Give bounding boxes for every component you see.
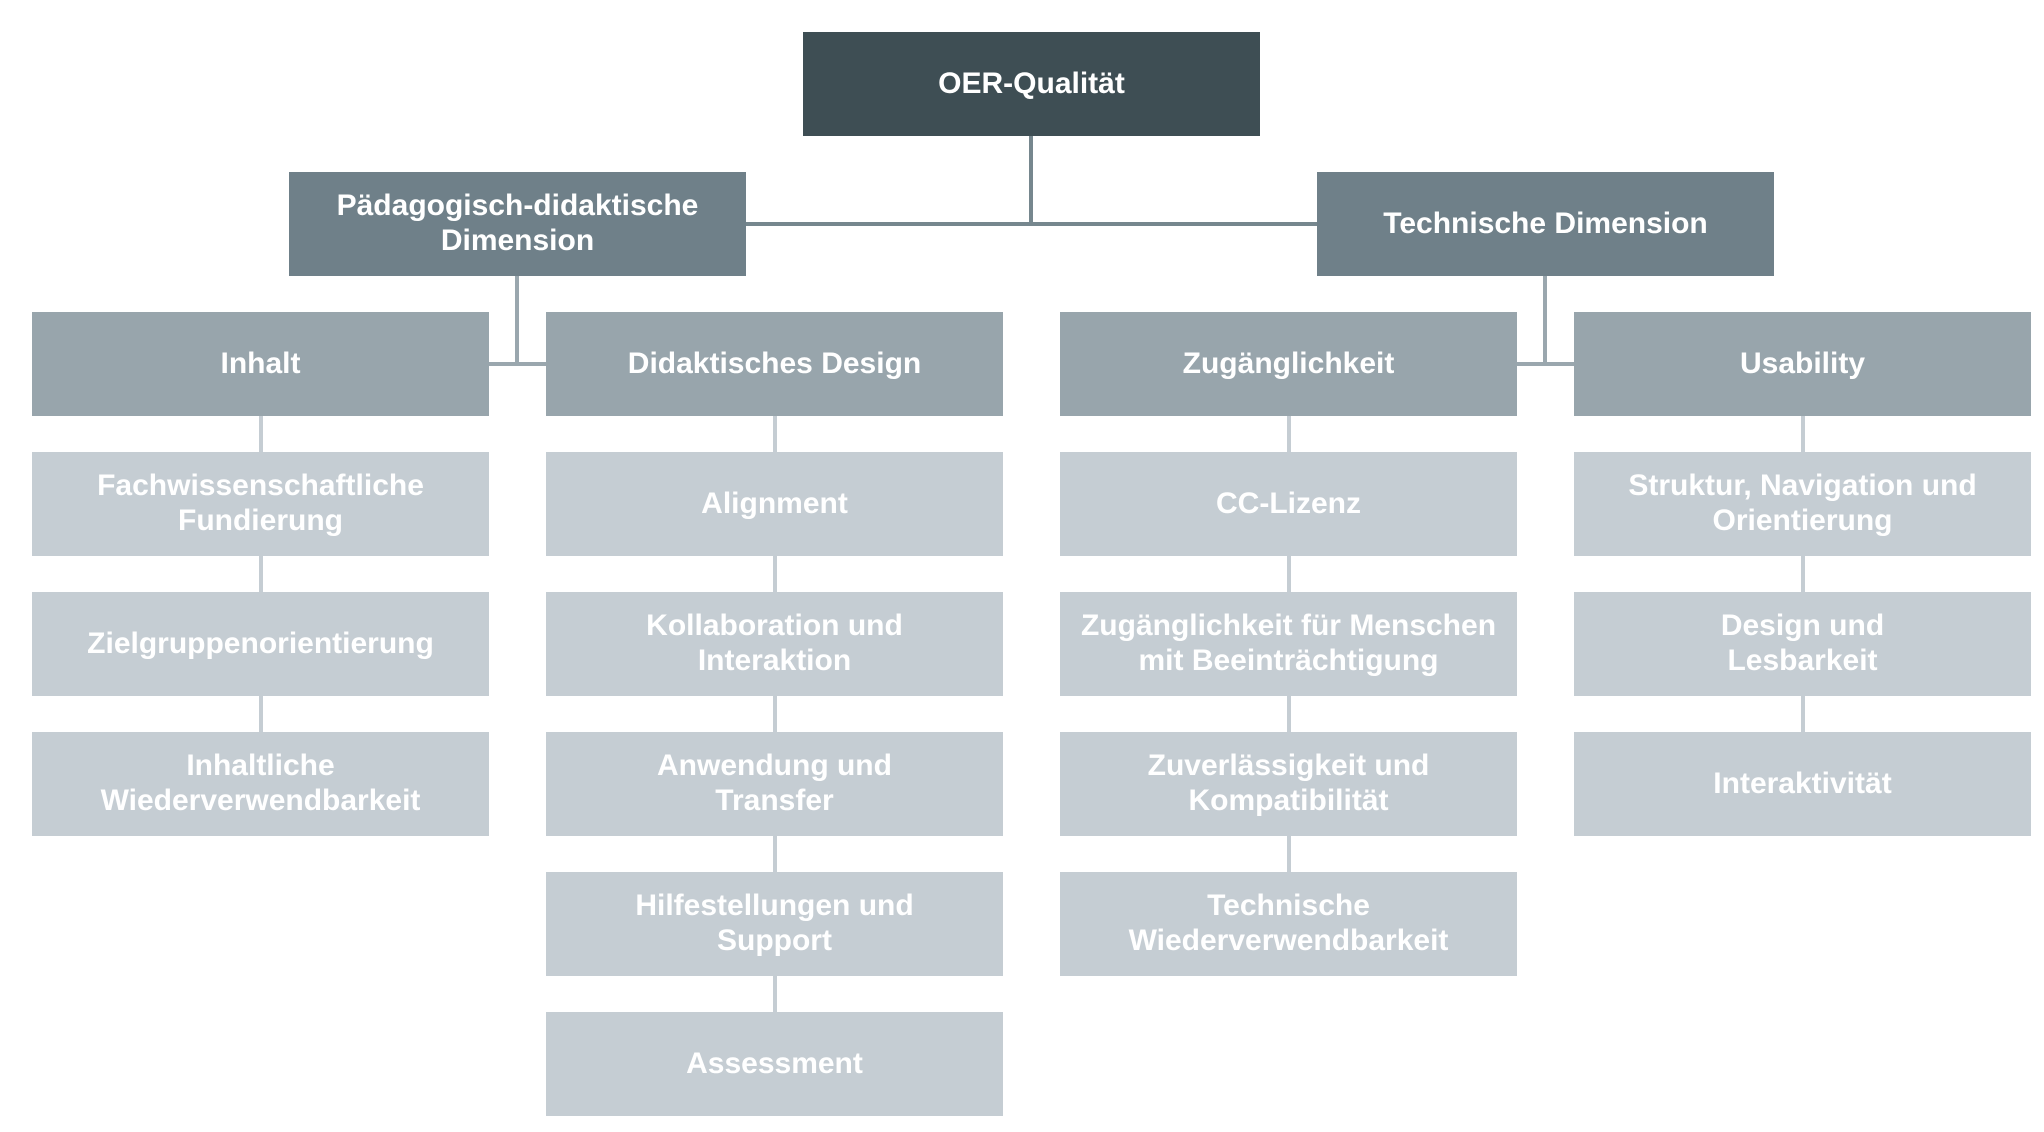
node-zielgruppenorientierung: Zielgruppenorientierung (32, 556, 489, 696)
node-inhalt: Inhalt (32, 312, 489, 416)
connector-technische-vertical (1543, 276, 1547, 366)
node-zuverlaessigkeit-und-kompatibilitaet: Zuverlässigkeit und Kompatibilität (1060, 696, 1517, 836)
node-technische-wiederverwendbarkeit: Technische Wiederverwendbarkeit (1060, 836, 1517, 976)
node-assessment: Assessment (546, 976, 1003, 1116)
node-zugaenglichkeit-fuer-menschen: Zugänglichkeit für Menschen mit Beeinträ… (1060, 556, 1517, 696)
column-usability: Usability Struktur, Navigation und Orien… (1574, 312, 2031, 836)
connector-technische-branch-horizontal (1517, 362, 1574, 366)
node-design-und-lesbarkeit: Design und Lesbarkeit (1574, 556, 2031, 696)
node-kollaboration-und-interaktion: Kollaboration und Interaktion (546, 556, 1003, 696)
column-zugaenglichkeit: Zugänglichkeit CC-Lizenz Zugänglichkeit … (1060, 312, 1517, 976)
node-struktur-navigation-orientierung: Struktur, Navigation und Orientierung (1574, 416, 2031, 556)
column-inhalt: Inhalt Fachwissenschaftliche Fundierung … (32, 312, 489, 836)
connector-paedagogisch-vertical (515, 276, 519, 366)
node-anwendung-und-transfer: Anwendung und Transfer (546, 696, 1003, 836)
node-usability: Usability (1574, 312, 2031, 416)
node-technische-dimension: Technische Dimension (1317, 172, 1774, 276)
node-didaktisches-design: Didaktisches Design (546, 312, 1003, 416)
connector-dimensions-horizontal (746, 222, 1317, 226)
node-hilfestellungen-und-support: Hilfestellungen und Support (546, 836, 1003, 976)
node-oer-qualitaet: OER-Qualität (803, 32, 1260, 136)
node-fachwissenschaftliche-fundierung: Fachwissenschaftliche Fundierung (32, 416, 489, 556)
node-paedagogisch-didaktische-dimension: Pädagogisch-didaktische Dimension (289, 172, 746, 276)
column-didaktisches-design: Didaktisches Design Alignment Kollaborat… (546, 312, 1003, 1116)
connector-paedagogisch-branch-horizontal (489, 362, 546, 366)
node-cc-lizenz: CC-Lizenz (1060, 416, 1517, 556)
node-zugaenglichkeit: Zugänglichkeit (1060, 312, 1517, 416)
node-alignment: Alignment (546, 416, 1003, 556)
connector-root-vertical (1029, 136, 1033, 224)
node-inhaltliche-wiederverwendbarkeit: Inhaltliche Wiederverwendbarkeit (32, 696, 489, 836)
node-interaktivitaet: Interaktivität (1574, 696, 2031, 836)
